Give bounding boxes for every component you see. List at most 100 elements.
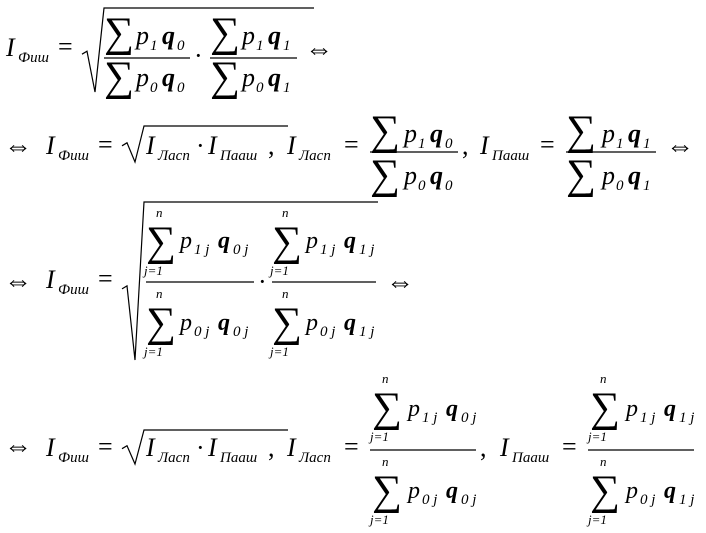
row3-sum-den1-upper: n [156, 286, 163, 301]
row2-paa-num-q: q [628, 119, 641, 148]
row4-sum-den1-lower: j=1 [368, 512, 389, 527]
row3-den2-p: p [304, 310, 318, 336]
row4-sum-den1-sigma: ∑ [372, 468, 402, 514]
row2-sqrt-laspeyres-letter: I [145, 131, 156, 160]
row4-sum-den2-upper: n [600, 454, 607, 469]
row2-dot: · [196, 131, 205, 160]
row4-las-den-p: p [406, 478, 420, 504]
row4-paa-den-q-sub: 1 j [679, 492, 694, 508]
row3-sum-den1-lower: j=1 [142, 344, 163, 359]
row3-num1-q-sub: 0 j [233, 242, 248, 258]
row3-sum-num2-sigma: ∑ [272, 219, 302, 265]
row4-sqrt-paasche-subscript: Пааш [219, 450, 257, 466]
row4-sqrt-paasche-letter: I [207, 433, 218, 462]
row1-index-fisher-letter: I [5, 33, 16, 62]
row2-las-num-q: q [430, 119, 443, 148]
row2-index-laspeyres-subscript: Ласп [298, 148, 331, 164]
row3-sum-num2-lower: j=1 [268, 263, 289, 278]
row2-paa-den-p: p [600, 161, 615, 190]
row3-equals: = [98, 264, 113, 293]
row2-sum-num1: ∑ [370, 108, 400, 154]
row1-den1-q-sub: 0 [177, 80, 185, 96]
row4-comma1: , [268, 433, 275, 462]
row4-index-paasche-letter: I [499, 433, 510, 462]
row4-sum-den2-lower: j=1 [586, 512, 607, 527]
row4-sqrt [121, 429, 288, 466]
row1-num2-q: q [268, 21, 281, 50]
row3-den1-q-sub: 0 j [233, 324, 248, 340]
row4-paa-den-q: q [664, 478, 676, 504]
row3-sum-den2-sigma: ∑ [272, 300, 302, 346]
row3-num1-q: q [218, 228, 230, 254]
row4-equals2: = [344, 432, 359, 461]
row2-paa-num-p: p [600, 119, 615, 148]
row1-den1-p: p [134, 63, 149, 92]
row4-paa-num-q: q [664, 396, 676, 422]
row3-index-fisher-letter: I [45, 265, 56, 294]
row4-paa-den-p: p [624, 478, 638, 504]
row1-num1-q-sub: 0 [177, 38, 185, 54]
row3-num2-p-sub: 1 j [320, 242, 335, 258]
row3-equiv-right: ⇔ [386, 267, 414, 298]
row4-equiv-left: ⇔ [4, 431, 32, 462]
row2-sum-den1: ∑ [370, 152, 400, 198]
row2-las-den-p: p [402, 161, 417, 190]
row2-paa-den-p-sub: 0 [616, 178, 624, 194]
row1-num1-q: q [162, 21, 175, 50]
row4-sqrt-laspeyres-subscript: Ласп [157, 450, 190, 466]
row4-sum-num2-sigma: ∑ [590, 385, 620, 431]
row3-num1-p-sub: 1 j [194, 242, 209, 258]
row1-dot: · [194, 41, 203, 70]
row2-las-num-q-sub: 0 [445, 136, 453, 152]
row4-las-num-p-sub: 1 j [422, 410, 437, 426]
row2-index-paasche-subscript: Пааш [491, 148, 529, 164]
row2-las-den-q: q [430, 161, 443, 190]
row4-paa-num-p: p [624, 396, 638, 422]
row4-sum-num1-upper: n [382, 371, 389, 386]
row4-sum-num2-lower: j=1 [586, 429, 607, 444]
row4-sum-den2-sigma: ∑ [590, 468, 620, 514]
row3-sum-num2-upper: n [282, 205, 289, 220]
row1-sum-num1: ∑ [104, 10, 134, 56]
row1-sum-den2: ∑ [210, 54, 240, 100]
row3-den2-q-sub: 1 j [359, 324, 374, 340]
row2-sqrt [121, 125, 288, 164]
row1-num2-p-sub: 1 [256, 38, 264, 54]
row3-den2-q: q [344, 310, 356, 336]
row4-las-num-q-sub: 0 j [461, 410, 476, 426]
row4-las-den-q: q [446, 478, 458, 504]
row3-num2-q: q [344, 228, 356, 254]
row4-index-fisher-subscript: Фиш [58, 450, 89, 466]
row4-sum-num1-sigma: ∑ [372, 385, 402, 431]
row2-paa-den-q-sub: 1 [643, 178, 651, 194]
row1-sum-den1: ∑ [104, 54, 134, 100]
row2-paa-num-p-sub: 1 [616, 136, 624, 152]
row3-sum-num1-sigma: ∑ [146, 219, 176, 265]
row2-index-laspeyres-letter: I [286, 131, 297, 160]
row4-sum-num1-lower: j=1 [368, 429, 389, 444]
row1-num1-p: p [134, 21, 149, 50]
row3-sum-num1-lower: j=1 [142, 263, 163, 278]
row3-num1-p: p [178, 228, 192, 254]
row4-paa-num-q-sub: 1 j [679, 410, 694, 426]
row3-sum-den2-lower: j=1 [268, 344, 289, 359]
row1-den2-p: p [240, 63, 255, 92]
row1-den2-p-sub: 0 [256, 80, 264, 96]
row4-sum-den1-upper: n [382, 454, 389, 469]
row4-comma2: , [480, 433, 487, 462]
row3-den1-p: p [178, 310, 192, 336]
row4-las-num-q: q [446, 396, 458, 422]
row2-index-paasche-letter: I [479, 131, 490, 160]
row2-las-num-p: p [402, 119, 417, 148]
row3-index-fisher-subscript: Фиш [58, 282, 89, 298]
row4-index-paasche-subscript: Пааш [511, 450, 549, 466]
row2-sqrt-paasche-subscript: Пааш [219, 148, 257, 164]
row2-las-den-p-sub: 0 [418, 178, 426, 194]
row4-sqrt-laspeyres-letter: I [145, 433, 156, 462]
row4-las-den-p-sub: 0 j [422, 492, 437, 508]
row3-den1-p-sub: 0 j [194, 324, 209, 340]
row4-index-fisher-letter: I [45, 433, 56, 462]
row4-las-den-q-sub: 0 j [461, 492, 476, 508]
row1-den2-q-sub: 1 [283, 80, 291, 96]
row3-num2-q-sub: 1 j [359, 242, 374, 258]
